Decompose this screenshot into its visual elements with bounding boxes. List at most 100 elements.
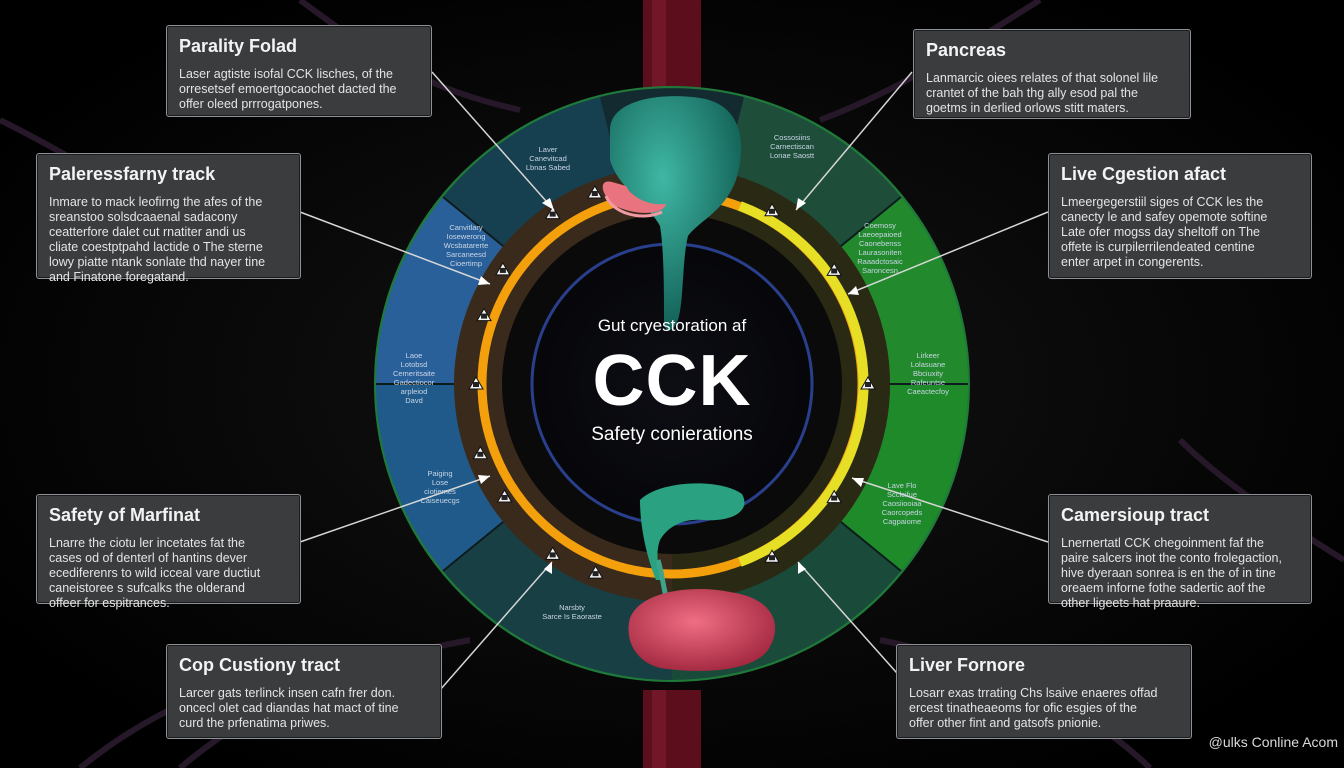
card-title: Liver Fornore [909, 655, 1026, 675]
segment-label-line: Laurasoniten [858, 248, 901, 257]
card-body-line: orresetsef emoertgocaochet dacted the [179, 82, 397, 96]
segment-label-line: Lirkeer [917, 351, 940, 360]
card-body-line: offer other fint and gatsofs pnionie. [909, 716, 1102, 730]
warning-marker-icon [476, 307, 492, 322]
segment-label-line: Caosiiooiaa [882, 499, 922, 508]
card-body-line: Lmeergegerstiil siges of CCK les the [1061, 195, 1264, 209]
card-body: Losarr exas trrating Chs lsaive enaeres … [909, 686, 1179, 731]
segment-label-line: Lave Flo [888, 481, 917, 490]
warning-marker-icon [764, 202, 780, 217]
card-body: Lanmarcic oiees relates of that solonel … [926, 71, 1178, 116]
card-body-line: cases od of denterl of hantins dever [49, 551, 248, 565]
card-title: Live Cgestion afact [1061, 164, 1227, 184]
segment-label-line: Paiging [427, 469, 452, 478]
center-caption: Safety conierations [591, 424, 753, 445]
card-body-line: caneistoree s sufcalks the olderand [49, 581, 245, 595]
segment-label-line: arpleiod [401, 387, 428, 396]
card-title: Paleressfarny track [49, 164, 216, 184]
segment-label-line: Cossosiins [774, 133, 811, 142]
card-cop-custiony-tract: Cop Custiony tract Larcer gats terlinck … [166, 644, 442, 739]
card-body-line: Larcer gats terlinck insen cafn frer don… [179, 686, 396, 700]
warning-marker-icon [764, 549, 780, 563]
segment-label-line: Rafeuntse [911, 378, 945, 387]
segment-label-line: Lbnas Sabed [526, 163, 570, 172]
card-body-line: Inmare to mack leofirng the afes of the [49, 195, 263, 209]
card-body-line: offete is curpilerrilendeated centine [1061, 240, 1255, 254]
card-title: Cop Custiony tract [179, 655, 341, 675]
center-title: CCK [592, 341, 752, 421]
card-title: Camersioup tract [1061, 505, 1210, 525]
card-body-line: enter arpet in congerents. [1061, 255, 1204, 269]
pancreas-illustration [628, 483, 776, 671]
segment-label-line: Wcsbatarerte [444, 241, 489, 250]
segment-label-line: Narsbty [559, 603, 585, 612]
segment-label-line: Raaadctosaic [857, 257, 903, 266]
card-body: Larcer gats terlinck insen cafn frer don… [179, 686, 429, 731]
segment-label-line: Iosewerong [447, 232, 486, 241]
segment-label-line: Laeoepaioed [858, 230, 901, 239]
card-body-line: hive dyeraan sonrea is en the of in tine [1061, 566, 1276, 580]
card-title: Pancreas [926, 40, 1007, 60]
card-body-line: ceatterfore dalet cut rnatiter andi us [49, 225, 246, 239]
card-live-cgestion-afact: Live Cgestion afact Lmeergegerstiil sige… [1048, 153, 1312, 279]
card-body-line: Lanmarcic oiees relates of that solonel … [926, 71, 1159, 85]
segment-label-line: Bbciuxity [913, 369, 943, 378]
warning-marker-icon [860, 376, 876, 390]
card-title: Safety of Marfinat [49, 505, 201, 525]
card-body-line: Losarr exas trrating Chs lsaive enaeres … [909, 686, 1158, 700]
segment-label-line: Caonebenss [859, 239, 901, 248]
warning-marker-icon [472, 445, 489, 460]
segment-label-line: Sarcaneesd [446, 250, 486, 259]
card-body-line: ecediferenrs to wild icceal vare ductiut [49, 566, 261, 580]
warning-marker-icon [468, 376, 484, 390]
warning-marker-icon [587, 565, 604, 579]
card-body-line: ercest tinatheaeoms for ofic esgies of t… [909, 701, 1137, 715]
card-parality-folad: Parality Folad Laser agtiste isofal CCK … [166, 25, 432, 117]
segment-label-line: Scclcifue [887, 490, 917, 499]
warning-marker-icon [826, 489, 843, 504]
card-body-line: Lnarre the ciotu ler incetates fat the [49, 536, 245, 550]
card-body: Laser agtiste isofal CCK lisches, of the… [179, 67, 419, 112]
card-body-line: cliate coestptpahd lactide o The sterne [49, 240, 263, 254]
segment-label-line: Carnectiscan [770, 142, 814, 151]
segment-label-line: Cemeritsaite [393, 369, 435, 378]
segment-label-line: ciotiemes [424, 487, 456, 496]
card-body-line: lowy piatte ntank sonlate thd nayer tine [49, 255, 266, 269]
warning-marker-icon [495, 261, 511, 276]
card-body-line: Late ofer mogss day sheltoff on The [1061, 225, 1260, 239]
card-title: Parality Folad [179, 36, 298, 56]
card-safety-of-marfinat: Safety of Marfinat Lnarre the ciotu ler … [36, 494, 301, 610]
card-body-line: curd the prfenatima priwes. [179, 716, 330, 730]
card-body-line: canecty le and safey opemote softine [1061, 210, 1268, 224]
segment-label-line: Sarce Is Eaoraste [542, 612, 602, 621]
segment-label-line: Lose [432, 478, 448, 487]
card-liver-fornore: Liver Fornore Losarr exas trrating Chs l… [896, 644, 1192, 739]
card-body-line: paire salcers inot the conto frolegactio… [1061, 551, 1282, 565]
warning-marker-icon [496, 488, 513, 503]
segment-label-line: Saroncesn [862, 266, 898, 275]
segment-label-line: Canvitlary [449, 223, 483, 232]
stomach-illustration [602, 96, 742, 331]
card-pancreas: Pancreas Lanmarcic oiees relates of that… [913, 29, 1191, 119]
main-vessel-bottom [643, 690, 701, 768]
warning-marker-icon [586, 185, 603, 199]
center-subtitle: Gut cryestoration af [597, 316, 747, 335]
segment-label-line: Cioertimp [450, 259, 482, 268]
card-camersioup-tract: Camersioup tract Lnernertatl CCK chegoin… [1048, 494, 1312, 610]
segment-label-line: Davd [405, 396, 423, 405]
segment-label-line: Caeactecfoy [907, 387, 949, 396]
segment-label-line: Coemosy [864, 221, 896, 230]
